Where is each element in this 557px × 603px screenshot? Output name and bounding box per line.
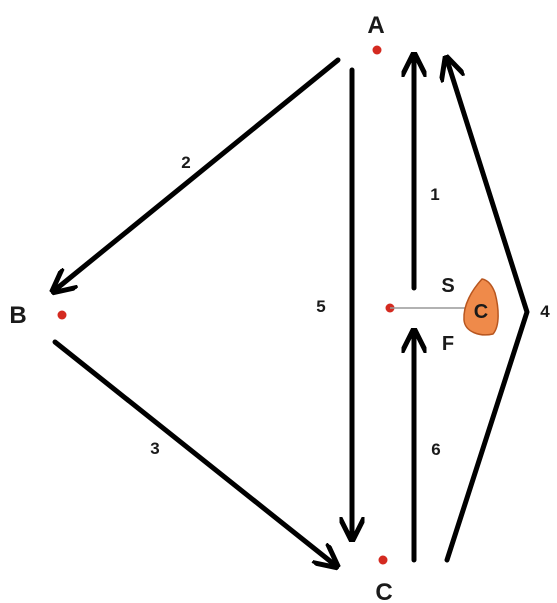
point-c-label: C <box>375 579 392 603</box>
point-a-label: A <box>367 12 384 39</box>
edge-label-6: 6 <box>431 440 440 459</box>
point-b-dot <box>57 310 67 320</box>
edge-label-4: 4 <box>540 302 550 321</box>
arrow-2-a-to-b <box>55 57 341 290</box>
edge-label-3: 3 <box>150 439 159 458</box>
marker-f-label: F <box>442 333 454 355</box>
arrow-3-b-to-c <box>52 339 335 565</box>
c-badge-shape <box>463 278 499 336</box>
edge-label-2: 2 <box>181 153 190 172</box>
c-badge-label: C <box>474 301 488 323</box>
point-c-dot <box>378 555 388 565</box>
edge-label-5: 5 <box>316 297 325 316</box>
point-a-dot <box>372 45 382 55</box>
point-b-label: B <box>9 302 26 329</box>
arrow-4-c-to-a <box>447 60 530 563</box>
edge-label-1: 1 <box>430 185 439 204</box>
marker-s-label: S <box>441 275 454 297</box>
